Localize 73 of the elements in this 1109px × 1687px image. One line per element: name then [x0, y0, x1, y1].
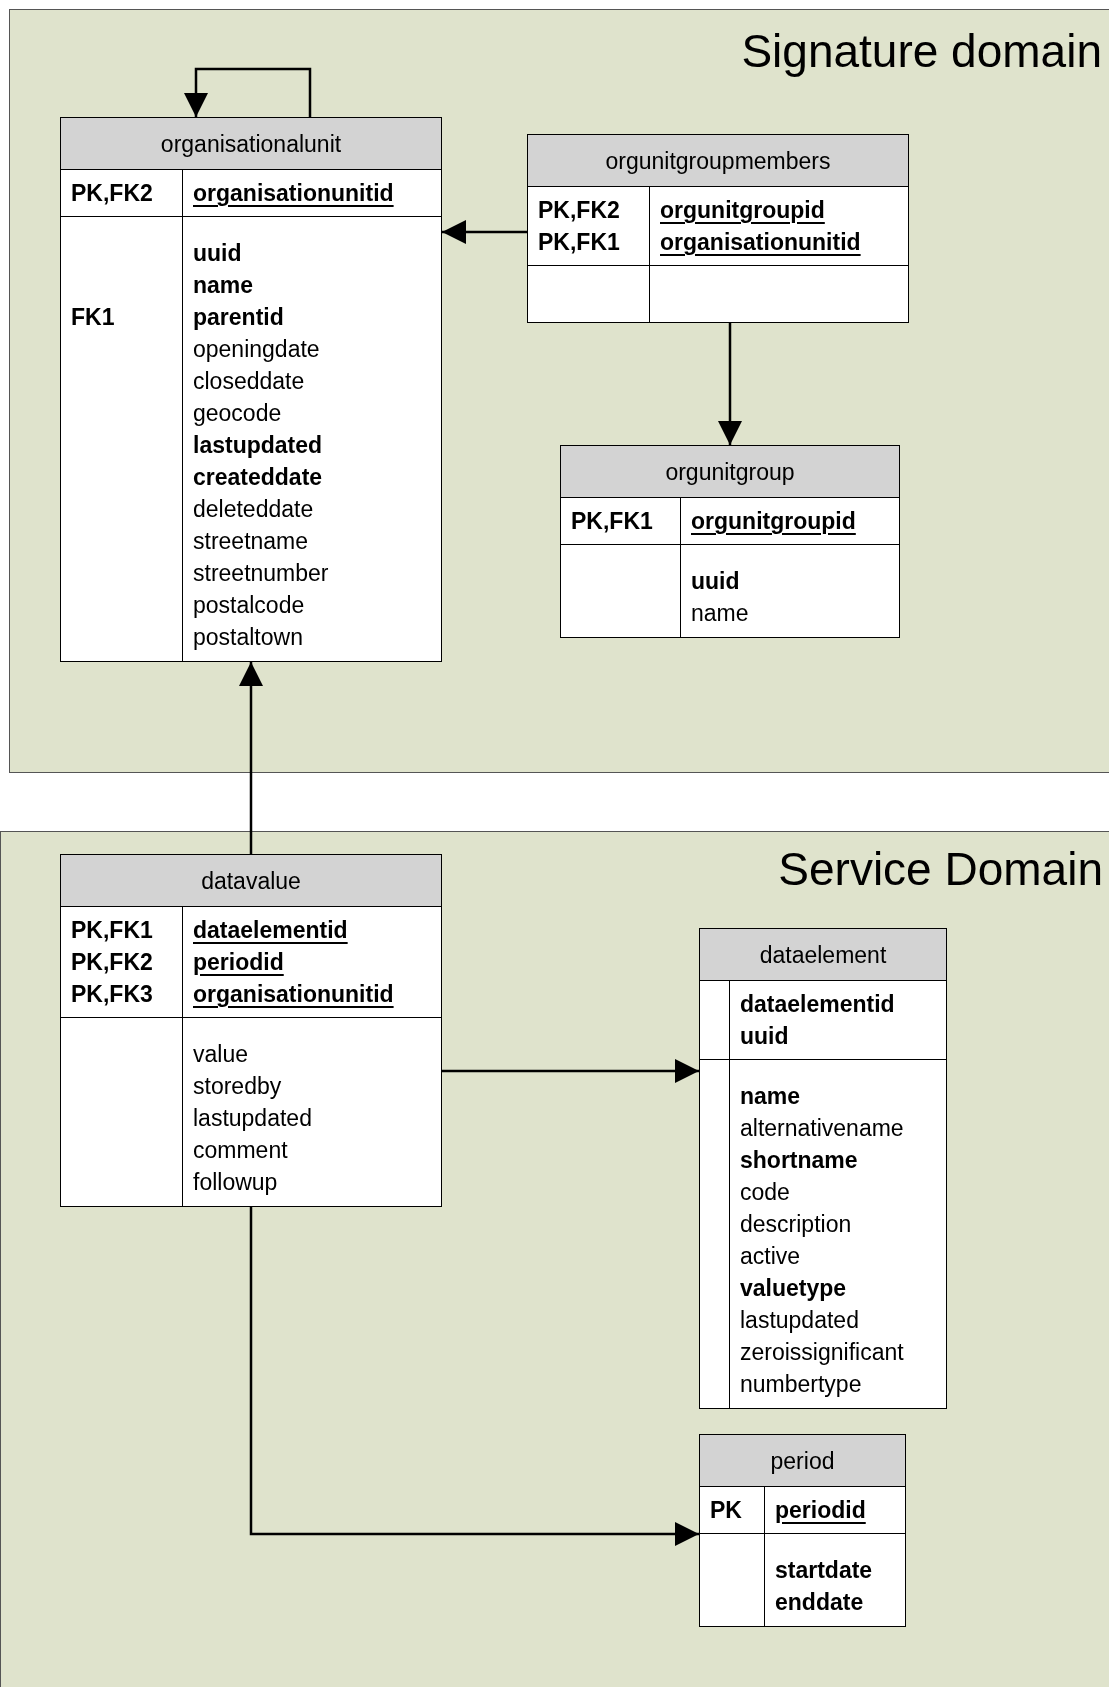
field-name: lastupdated [740, 1306, 860, 1335]
table-header: orgunitgroupmembers [528, 135, 908, 187]
table-header: dataelement [700, 929, 946, 981]
field-name: storedby [193, 1072, 283, 1101]
table-header: period [700, 1435, 905, 1487]
field-name: startdate [775, 1556, 874, 1585]
field-name: code [740, 1178, 791, 1207]
key-field: periodid [193, 946, 431, 978]
key-label: PK,FK2 [71, 179, 154, 208]
key-field: uuid [740, 1020, 936, 1052]
entity-table [60, 117, 442, 662]
field-name: name [740, 1082, 802, 1111]
field-name: postaltown [193, 623, 304, 652]
relationship-arrow [442, 220, 527, 244]
field-name: deleteddate [193, 495, 315, 524]
key-field: organisationunitid [193, 978, 431, 1010]
table-header: organisationalunit [61, 118, 441, 170]
field-name: active [740, 1242, 802, 1271]
field-name: uuid [691, 567, 741, 596]
field-name: streetnumber [193, 559, 330, 588]
key-label: PK,FK1 [571, 507, 654, 536]
entity-table [60, 854, 442, 1207]
field-name: name [193, 271, 255, 300]
table-header: orgunitgroup [561, 446, 899, 498]
field-name: numbertype [740, 1370, 863, 1399]
entity-table [699, 928, 947, 1409]
field-name: parentid [193, 303, 285, 332]
key-field: orgunitgroupid [660, 194, 898, 226]
key-field: dataelementid [740, 988, 936, 1020]
field-name: postalcode [193, 591, 306, 620]
field-name: enddate [775, 1588, 865, 1617]
field-name: followup [193, 1168, 279, 1197]
key-label: PK,FK3 [71, 980, 154, 1009]
key-field: organisationunitid [660, 226, 898, 258]
key-label: PK,FK1 [71, 916, 154, 945]
field-name: lastupdated [193, 1104, 313, 1133]
domain-panel [9, 9, 1109, 773]
relationship-arrow [184, 67, 312, 117]
field-name: closeddate [193, 367, 306, 396]
relationship-arrow [249, 1207, 699, 1546]
field-name: uuid [193, 239, 243, 268]
relationship-arrow [718, 323, 742, 445]
domain-title: Signature domain [741, 24, 1102, 78]
entity-table [527, 134, 909, 323]
field-name: openingdate [193, 335, 321, 364]
key-field: dataelementid [193, 914, 431, 946]
field-name: streetname [193, 527, 310, 556]
relationship-arrow [239, 662, 263, 854]
entity-table [699, 1434, 906, 1627]
field-name: comment [193, 1136, 289, 1165]
key-label: PK,FK2 [538, 196, 621, 225]
key-label: PK [710, 1496, 743, 1525]
field-name: alternativename [740, 1114, 905, 1143]
field-name: geocode [193, 399, 283, 428]
field-name: zeroissignificant [740, 1338, 905, 1367]
field-name: description [740, 1210, 853, 1239]
domain-panel [0, 831, 1109, 1687]
key-field: orgunitgroupid [691, 505, 889, 537]
key-label: FK1 [71, 303, 116, 332]
field-name: lastupdated [193, 431, 324, 460]
field-name: shortname [740, 1146, 859, 1175]
field-name: name [691, 599, 750, 628]
relationship-arrow [442, 1059, 699, 1083]
field-name: valuetype [740, 1274, 848, 1303]
table-header: datavalue [61, 855, 441, 907]
key-label: PK,FK1 [538, 228, 621, 257]
key-field: periodid [775, 1494, 895, 1526]
domain-title: Service Domain [778, 842, 1103, 896]
field-name: createddate [193, 463, 324, 492]
entity-table [560, 445, 900, 638]
key-label: PK,FK2 [71, 948, 154, 977]
field-name: value [193, 1040, 249, 1069]
key-field: organisationunitid [193, 177, 431, 209]
